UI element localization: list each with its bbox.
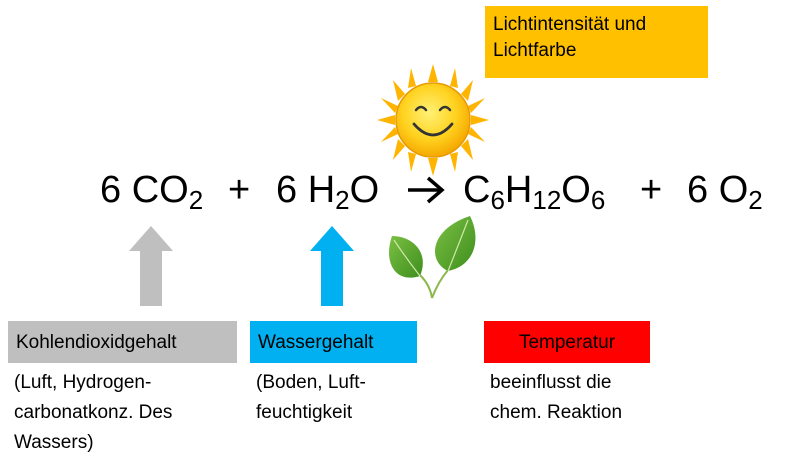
light-label-line-2: Lichtfarbe xyxy=(493,39,577,61)
equation-h2o: 6 H2O xyxy=(276,169,380,215)
light-intensity-label: Lichtintensität und Lichtfarbe xyxy=(485,6,708,78)
water-note-line-2: feuchtigkeit xyxy=(256,402,353,423)
co2-factor-label: Kohlendioxidgehalt xyxy=(8,321,237,363)
equation-plus-1: + xyxy=(228,169,251,211)
temperature-note-line-2: chem. Reaktion xyxy=(490,402,623,423)
temperature-note-line-1: beeinflusst die xyxy=(490,372,612,393)
co2-up-arrow-icon xyxy=(129,226,173,306)
leaves-icon xyxy=(389,216,476,299)
co2-factor-note: (Luft, Hydrogen- carbonatkonz. Des Wasse… xyxy=(14,368,172,458)
light-label-line-1: Lichtintensität und xyxy=(493,14,647,35)
co2-note-line-1: (Luft, Hydrogen- xyxy=(14,372,152,393)
water-factor-note: (Boden, Luft- feuchtigkeit xyxy=(256,368,366,428)
equation-plus-2: + xyxy=(640,169,663,211)
water-factor-label: Wassergehalt xyxy=(250,321,417,363)
equation-o2: 6 O2 xyxy=(687,169,763,215)
temperature-factor-note: beeinflusst die chem. Reaktion xyxy=(490,368,622,428)
water-up-arrow-icon xyxy=(310,226,354,306)
sun-icon xyxy=(377,64,489,176)
reaction-arrow-icon xyxy=(408,176,445,204)
equation-co2: 6 CO2 xyxy=(100,169,204,215)
temperature-factor-label: Temperatur xyxy=(484,321,650,363)
co2-note-line-2: carbonatkonz. Des xyxy=(14,402,173,423)
co2-note-line-3: Wassers) xyxy=(14,432,94,453)
equation-glucose: C6H12O6 xyxy=(463,169,606,215)
water-note-line-1: (Boden, Luft- xyxy=(256,372,366,393)
